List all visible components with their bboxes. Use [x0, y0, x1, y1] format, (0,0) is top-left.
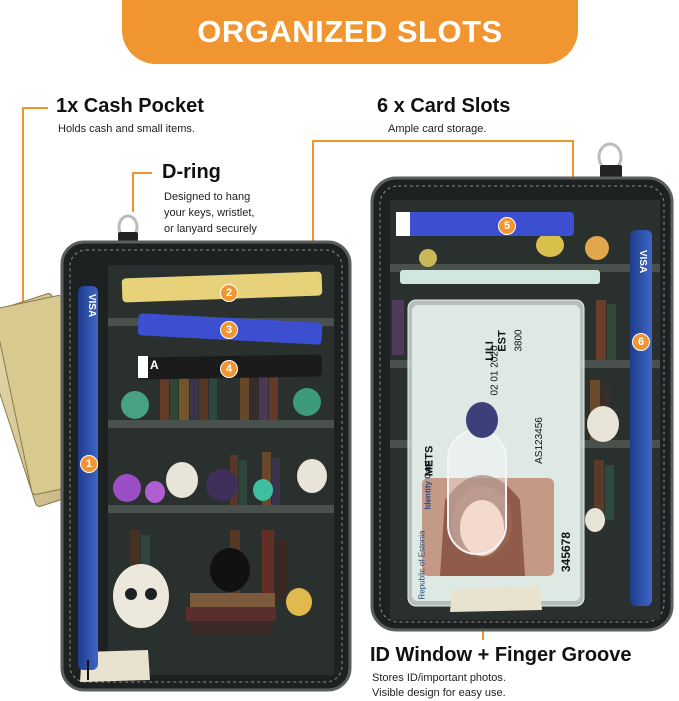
title-banner: ORGANIZED SLOTS: [122, 0, 578, 64]
dring-desc-3: or lanyard securely: [164, 223, 257, 235]
visa-mark-right: VISA: [637, 249, 649, 274]
id-card-number: 345678: [559, 531, 574, 573]
id-card-country: Republic of Estonia: [417, 530, 427, 600]
id-card-text: Identity Card Republic of Estonia METS L…: [412, 305, 580, 601]
id-window-desc-1: Stores ID/important photos.: [372, 672, 506, 684]
slot-number-6: 6: [632, 333, 650, 351]
cash-pocket-desc: Holds cash and small items.: [58, 123, 195, 135]
cards-leader-left: [312, 140, 314, 300]
slot-number-2: 2: [220, 284, 238, 302]
dring-leader-vertical: [132, 172, 134, 212]
slot-number-1: 1: [80, 455, 98, 473]
dring-desc-1: Designed to hang: [164, 191, 251, 203]
id-card-doc: AS123456: [533, 417, 545, 464]
slot-number-4: 4: [220, 360, 238, 378]
card-slots-title: 6 x Card Slots: [377, 95, 511, 117]
slot-number-3: 3: [220, 321, 238, 339]
id-card-date: 02 01 2020: [489, 345, 501, 396]
card-slots-desc: Ample card storage.: [388, 123, 487, 135]
cards-leader: [312, 140, 574, 142]
left-wallet: [60, 214, 352, 692]
id-card-serial: 3800: [513, 329, 525, 352]
visa-mark-left: VISA: [86, 293, 98, 318]
right-wallet: [370, 142, 674, 632]
dring-leader: [132, 172, 152, 174]
cash-pocket-title: 1x Cash Pocket: [56, 95, 204, 117]
id-card-surname: METS: [423, 445, 436, 477]
skull-icon: [113, 459, 327, 628]
banner-title: ORGANIZED SLOTS: [197, 14, 503, 49]
slot-number-5: 5: [498, 217, 516, 235]
cash-leader: [22, 107, 48, 109]
id-window-title: ID Window + Finger Groove: [370, 644, 632, 666]
cash-leader-vertical: [22, 107, 24, 307]
dring-desc-2: your keys, wristlet,: [164, 207, 255, 219]
card-a-mark: A: [150, 358, 159, 372]
id-window-desc-2: Visible design for easy use.: [372, 687, 506, 699]
dring-title: D-ring: [162, 161, 221, 183]
